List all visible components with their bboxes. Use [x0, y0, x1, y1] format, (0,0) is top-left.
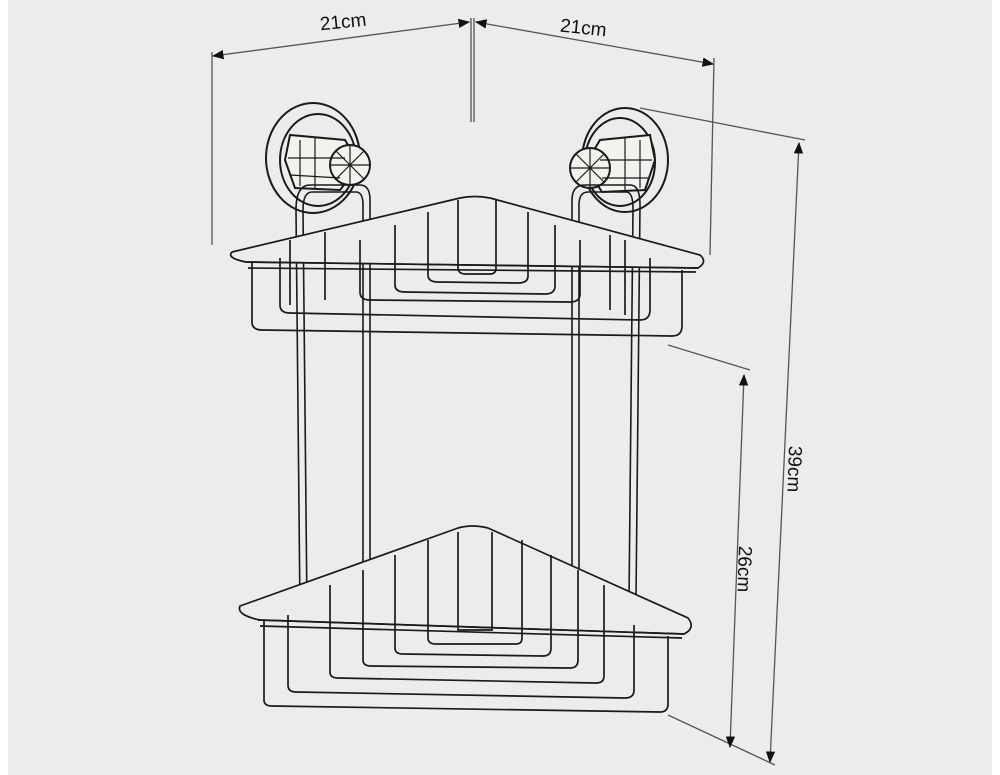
- wire-basket-lower: [238, 525, 693, 713]
- dimension-left-width: [211, 18, 471, 245]
- dimension-right-width: [474, 19, 715, 256]
- diagram-canvas: [8, 0, 992, 775]
- dimension-shelf-spacing-label: 26cm: [732, 545, 756, 593]
- dimension-shelf-spacing: [667, 344, 751, 749]
- wire-basket-upper: [229, 195, 705, 337]
- suction-cup-mount-right: [569, 107, 669, 213]
- corner-line: [470, 18, 475, 122]
- dimension-right-width-label: 21cm: [559, 15, 608, 42]
- dimension-total-height: [639, 107, 806, 766]
- support-rods: [295, 184, 641, 611]
- suction-cup-mount-left: [265, 102, 371, 214]
- dimension-total-height-label: 39cm: [782, 445, 806, 493]
